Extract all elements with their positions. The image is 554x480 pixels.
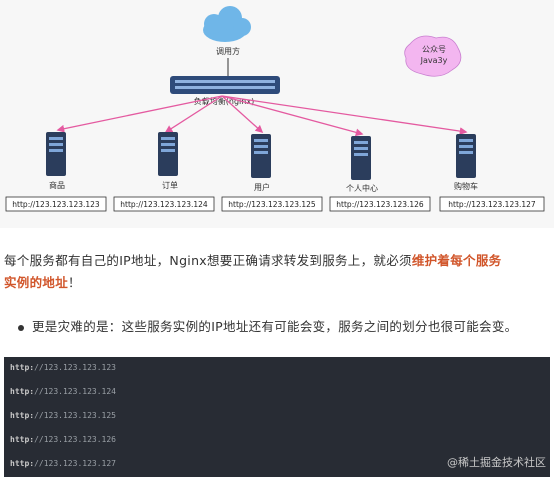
bullet-text: 更是灾难的是：这些服务实例的IP地址还有可能会变，服务之间的划分也很可能会变。 <box>32 319 518 334</box>
lb-label: 负载均衡(nginx) <box>194 96 254 106</box>
service-name-4: 个人中心 <box>346 183 378 193</box>
service-url-5: http://123.123.123.127 <box>448 200 536 209</box>
service-name-1: 商品 <box>49 180 65 190</box>
code-line: http://123.123.123.126 <box>10 435 116 444</box>
para1-text-d: ！ <box>68 275 81 290</box>
para1-highlight-a: 维护着每个服务 <box>411 253 502 268</box>
caller-label: 调用方 <box>216 46 240 56</box>
code-line: http://123.123.123.124 <box>10 387 116 396</box>
arrow-5 <box>221 95 468 135</box>
load-balancer-icon <box>170 76 280 94</box>
watermark: @稀土掘金技术社区 <box>447 456 546 469</box>
arrow-3 <box>221 95 264 134</box>
architecture-diagram: 调用方 负载均衡(nginx) 公众号 Java3y <box>0 0 554 228</box>
sticker-line2: Java3y <box>420 56 448 65</box>
code-block: http://123.123.123.123 http://123.123.12… <box>4 357 550 477</box>
service-url-1: http://123.123.123.123 <box>12 200 100 209</box>
para1-highlight-b: 实例的地址 <box>4 275 69 290</box>
service-name-5: 购物车 <box>454 181 478 191</box>
server-2 <box>158 132 178 176</box>
server-3 <box>251 134 271 178</box>
service-url-4: http://123.123.123.126 <box>336 200 424 209</box>
service-url-3: http://123.123.123.125 <box>228 200 316 209</box>
arrow-2 <box>164 95 223 133</box>
arrow-1 <box>56 95 223 133</box>
service-url-2: http://123.123.123.124 <box>120 200 208 209</box>
service-name-2: 订单 <box>162 180 178 190</box>
code-line: http://123.123.123.125 <box>10 411 116 420</box>
code-line: http://123.123.123.127 <box>10 459 116 468</box>
cloud-icon <box>203 6 251 42</box>
sticker-line1: 公众号 <box>422 45 446 54</box>
server-1 <box>46 132 66 176</box>
para1-text-a: 每个服务都有自己的IP地址，Nginx想要正确请求转发到服务上，就必须 <box>4 253 412 268</box>
server-5 <box>456 134 476 178</box>
paragraph-1: 每个服务都有自己的IP地址，Nginx想要正确请求转发到服务上，就必须维护着每个… <box>4 250 550 294</box>
bullet-dot <box>18 325 24 331</box>
server-4 <box>351 136 371 180</box>
service-name-3: 用户 <box>254 182 270 192</box>
arrow-4 <box>221 95 364 137</box>
bullet-item: 更是灾难的是：这些服务实例的IP地址还有可能会变，服务之间的划分也很可能会变。 <box>14 316 548 338</box>
code-line: http://123.123.123.123 <box>10 363 116 372</box>
arrows <box>56 95 468 137</box>
sticker-badge: 公众号 Java3y <box>404 35 462 77</box>
